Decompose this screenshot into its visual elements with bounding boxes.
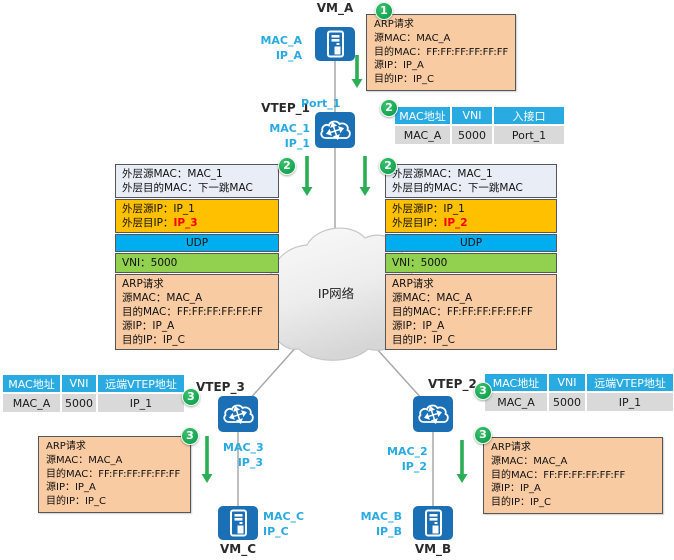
vm-b-icon xyxy=(413,506,453,544)
outer-ip-section: 外层源IP：IP_1 外层目IP：IP_2 xyxy=(385,199,557,233)
vtep-1-ip: IP_1 xyxy=(284,137,310,150)
arp-note-title: ARP请求 xyxy=(491,442,531,453)
udp-section: UDP xyxy=(115,234,279,252)
vm-c-icon xyxy=(218,506,258,544)
outer-mac-section: 外层源MAC：MAC_1 外层目的MAC：下一跳MAC xyxy=(385,164,557,198)
table-row: MAC_A 5000 IP_1 xyxy=(485,393,673,411)
vtep3-mac-table: MAC地址 VNI 远端VTEP地址 MAC_A 5000 IP_1 xyxy=(3,375,184,412)
flow-arrow-step3-right xyxy=(456,440,468,483)
vm-a-addresses: MAC_A IP_A xyxy=(252,33,302,63)
flow-arrow-step1 xyxy=(351,55,363,88)
vxlan-packet-left: 外层源MAC：MAC_1 外层目的MAC：下一跳MAC 外层源IP：IP_1 外… xyxy=(115,164,279,350)
vm-b-mac: MAC_B xyxy=(360,510,402,523)
step-badge-3-left-note: 3 xyxy=(181,427,199,445)
flow-arrow-step2-left xyxy=(301,156,313,196)
vm-a-label: VM_A xyxy=(316,1,354,15)
table-header-row: MAC地址 VNI 入接口 xyxy=(395,107,564,124)
vtep-1-label: VTEP_1 xyxy=(261,101,310,115)
arp-note-title: ARP请求 xyxy=(374,19,414,30)
inner-arp-section: ARP请求 源MAC：MAC_A 目的MAC：FF:FF:FF:FF:FF:FF… xyxy=(385,274,557,350)
outer-ip-section: 外层源IP：IP_1 外层目IP：IP_3 xyxy=(115,199,279,233)
vm-a-mac: MAC_A xyxy=(260,34,302,47)
arp-request-note-step1: ARP请求 源MAC：MAC_A 目的MAC：FF:FF:FF:FF:FF:FF… xyxy=(366,14,516,91)
outer-dst-ip-highlight: IP_2 xyxy=(443,217,468,229)
vtep-3-label: VTEP_3 xyxy=(196,380,245,394)
vm-b-addresses: MAC_B IP_B xyxy=(352,509,402,539)
step-badge-1: 1 xyxy=(375,2,393,20)
vtep-1-addresses: MAC_1 IP_1 xyxy=(260,121,310,151)
table-row: MAC_A 5000 IP_1 xyxy=(3,394,184,412)
vxlan-packet-right: 外层源MAC：MAC_1 外层目的MAC：下一跳MAC 外层源IP：IP_1 外… xyxy=(385,164,557,350)
vtep-2-addresses: MAC_2 IP_2 xyxy=(387,444,428,474)
vm-c-mac: MAC_C xyxy=(263,510,305,523)
vtep-2-label: VTEP_2 xyxy=(428,377,477,391)
vtep-2-icon xyxy=(413,396,453,436)
vtep-3-icon xyxy=(218,396,258,436)
step-badge-3-left-table: 3 xyxy=(182,388,200,406)
step-badge-3-right-note: 3 xyxy=(474,426,492,444)
outer-mac-section: 外层源MAC：MAC_1 外层目的MAC：下一跳MAC xyxy=(115,164,279,198)
vm-c-ip: IP_C xyxy=(263,525,289,538)
table-header-row: MAC地址 VNI 远端VTEP地址 xyxy=(3,375,184,392)
outer-dst-ip-highlight: IP_3 xyxy=(173,217,198,229)
vtep-3-addresses: MAC_3 IP_3 xyxy=(223,440,264,470)
step-badge-2-left-packet: 2 xyxy=(278,157,296,175)
vm-a-ip: IP_A xyxy=(275,49,302,62)
flow-arrow-step3-left xyxy=(201,436,213,483)
step-badge-2-table: 2 xyxy=(380,99,398,117)
vtep-1-port-label: Port_1 xyxy=(301,97,341,110)
vtep-1-mac: MAC_1 xyxy=(269,122,310,135)
vtep2-mac-table: MAC地址 VNI 远端VTEP地址 MAC_A 5000 IP_1 xyxy=(485,374,673,411)
vm-b-ip: IP_B xyxy=(375,525,402,538)
flow-arrows xyxy=(201,55,468,483)
vm-c-label: VM_C xyxy=(219,542,257,556)
vni-section: VNI：5000 xyxy=(385,253,557,273)
table-header-row: MAC地址 VNI 远端VTEP地址 xyxy=(485,374,673,391)
flow-arrow-step2-right xyxy=(359,156,371,196)
vm-c-addresses: MAC_C IP_C xyxy=(263,509,304,539)
vni-section: VNI：5000 xyxy=(115,253,279,273)
arp-note-title: ARP请求 xyxy=(46,441,86,452)
arp-request-note-step3-left: ARP请求 源MAC：MAC_A 目的MAC：FF:FF:FF:FF:FF:FF… xyxy=(38,436,191,513)
vm-a-icon xyxy=(315,27,355,65)
vtep-1-icon xyxy=(315,112,355,152)
step-badge-3-right-table: 3 xyxy=(474,382,492,400)
vm-b-label: VM_B xyxy=(414,542,452,556)
step-badge-2-right-packet: 2 xyxy=(379,157,397,175)
vtep-2-ip: IP_2 xyxy=(401,460,427,473)
vtep-3-ip: IP_3 xyxy=(237,456,263,469)
inner-arp-section: ARP请求 源MAC：MAC_A 目的MAC：FF:FF:FF:FF:FF:FF… xyxy=(115,274,279,350)
udp-section: UDP xyxy=(385,234,557,252)
arp-request-note-step3-right: ARP请求 源MAC：MAC_A 目的MAC：FF:FF:FF:FF:FF:FF… xyxy=(483,437,663,514)
vtep-3-mac: MAC_3 xyxy=(223,441,264,454)
vtep-2-mac: MAC_2 xyxy=(387,445,428,458)
ip-network-label: IP网络 xyxy=(317,286,355,301)
vtep1-mac-table: MAC地址 VNI 入接口 MAC_A 5000 Port_1 xyxy=(395,107,564,144)
table-row: MAC_A 5000 Port_1 xyxy=(395,126,564,144)
